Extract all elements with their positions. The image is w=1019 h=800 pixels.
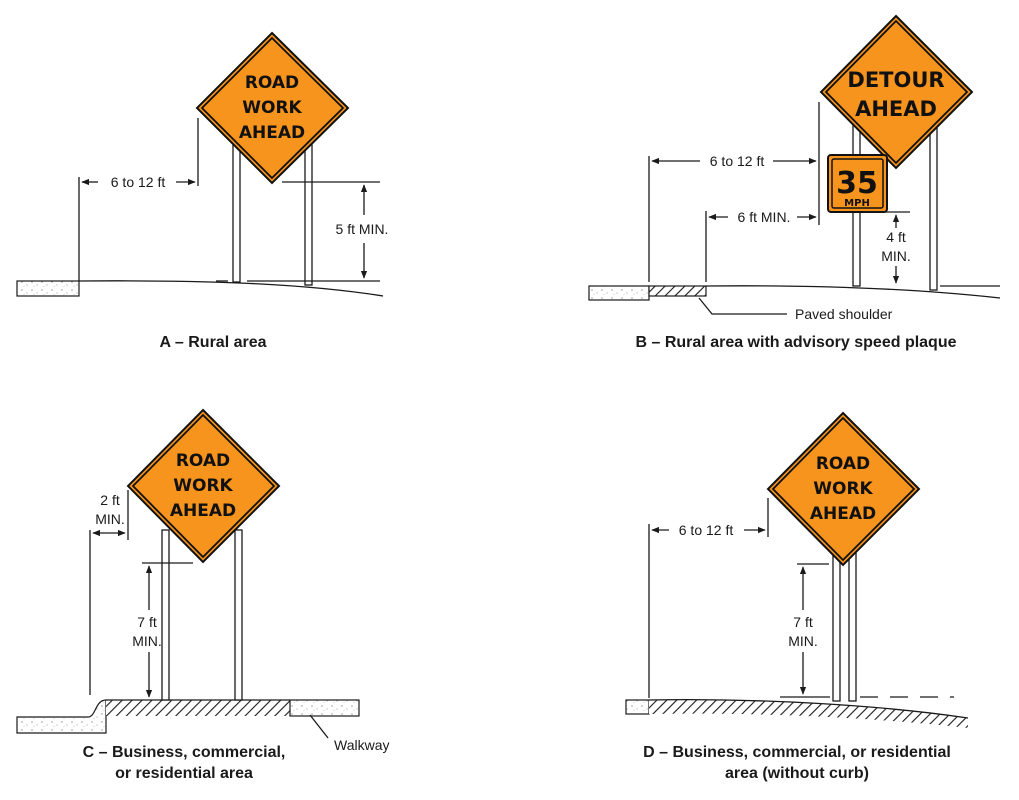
plaque-number: 35 — [836, 166, 878, 201]
pavement-edge — [625, 699, 650, 715]
walkway-callout: Walkway — [334, 737, 390, 753]
caption-c: C – Business, commercial, — [83, 744, 286, 761]
ground-line — [705, 285, 1001, 299]
sign-post — [234, 529, 243, 701]
shoulder-offset-label: 6 ft MIN. — [738, 209, 791, 225]
caption-c: or residential area — [115, 765, 253, 782]
lateral-offset-label: 6 to 12 ft — [111, 174, 166, 190]
lateral-offset-label: 6 to 12 ft — [710, 153, 765, 169]
pavement-edge — [16, 280, 80, 297]
callout-leader — [698, 297, 787, 315]
sign-post — [304, 129, 313, 286]
sign-line: AHEAD — [810, 504, 876, 524]
sign-post — [929, 119, 938, 291]
sign-line: AHEAD — [239, 123, 305, 143]
height-label: 5 ft MIN. — [336, 221, 389, 237]
sign-line: DETOUR — [847, 68, 944, 92]
caption-b: B – Rural area with advisory speed plaqu… — [636, 334, 957, 351]
sign-line: WORK — [813, 479, 873, 499]
ground-line — [648, 699, 969, 719]
sign-line: AHEAD — [855, 97, 937, 121]
sign-line: WORK — [173, 476, 233, 496]
paved-shoulder-callout: Paved shoulder — [795, 306, 893, 322]
panel-a: ROAD WORK AHEAD 6 to 12 ft 5 ft MIN. A –… — [16, 31, 389, 351]
sign-line: ROAD — [176, 451, 230, 471]
road-work-ahead-sign: ROAD WORK AHEAD — [126, 408, 281, 564]
lateral-offset-label: 2 ft — [100, 492, 120, 508]
road-work-ahead-sign: ROAD WORK AHEAD — [195, 31, 350, 185]
sign-line: ROAD — [245, 73, 299, 93]
callout-leader — [309, 714, 329, 739]
sign-post — [161, 529, 170, 701]
height-label: 7 ft — [793, 614, 813, 630]
caption-d: area (without curb) — [725, 765, 869, 782]
sign-line: WORK — [242, 98, 302, 118]
panel-d: ROAD WORK AHEAD 6 to 12 ft 7 ft MIN. D –… — [625, 411, 969, 782]
curb — [16, 699, 107, 734]
pavement-edge — [588, 285, 650, 301]
ground-line — [78, 280, 384, 297]
sign-line: ROAD — [816, 454, 870, 474]
panel-b: DETOUR AHEAD 35 MPH 6 to 12 ft 6 ft MIN.… — [588, 14, 1001, 351]
height-label: MIN. — [788, 633, 818, 649]
lateral-offset-label: MIN. — [95, 511, 125, 527]
sign-line: AHEAD — [170, 501, 236, 521]
caption-a: A – Rural area — [159, 334, 266, 351]
height-label: 4 ft — [886, 229, 906, 245]
sign-post — [232, 129, 241, 283]
height-label: MIN. — [881, 248, 911, 264]
turf-strip — [106, 700, 290, 716]
advisory-speed-plaque: 35 MPH — [827, 154, 888, 213]
road-work-ahead-sign: ROAD WORK AHEAD — [766, 411, 921, 567]
plaque-unit: MPH — [844, 198, 870, 209]
height-label: 7 ft — [137, 614, 157, 630]
turf — [649, 699, 968, 728]
walkway — [289, 699, 360, 717]
detour-ahead-sign: DETOUR AHEAD — [819, 14, 974, 170]
lateral-offset-label: 6 to 12 ft — [679, 522, 734, 538]
caption-d: D – Business, commercial, or residential — [643, 744, 951, 761]
paved-shoulder — [648, 285, 707, 297]
height-label: MIN. — [132, 633, 162, 649]
panel-c: ROAD WORK AHEAD 2 ft MIN. 7 ft MIN. Walk… — [16, 408, 390, 782]
